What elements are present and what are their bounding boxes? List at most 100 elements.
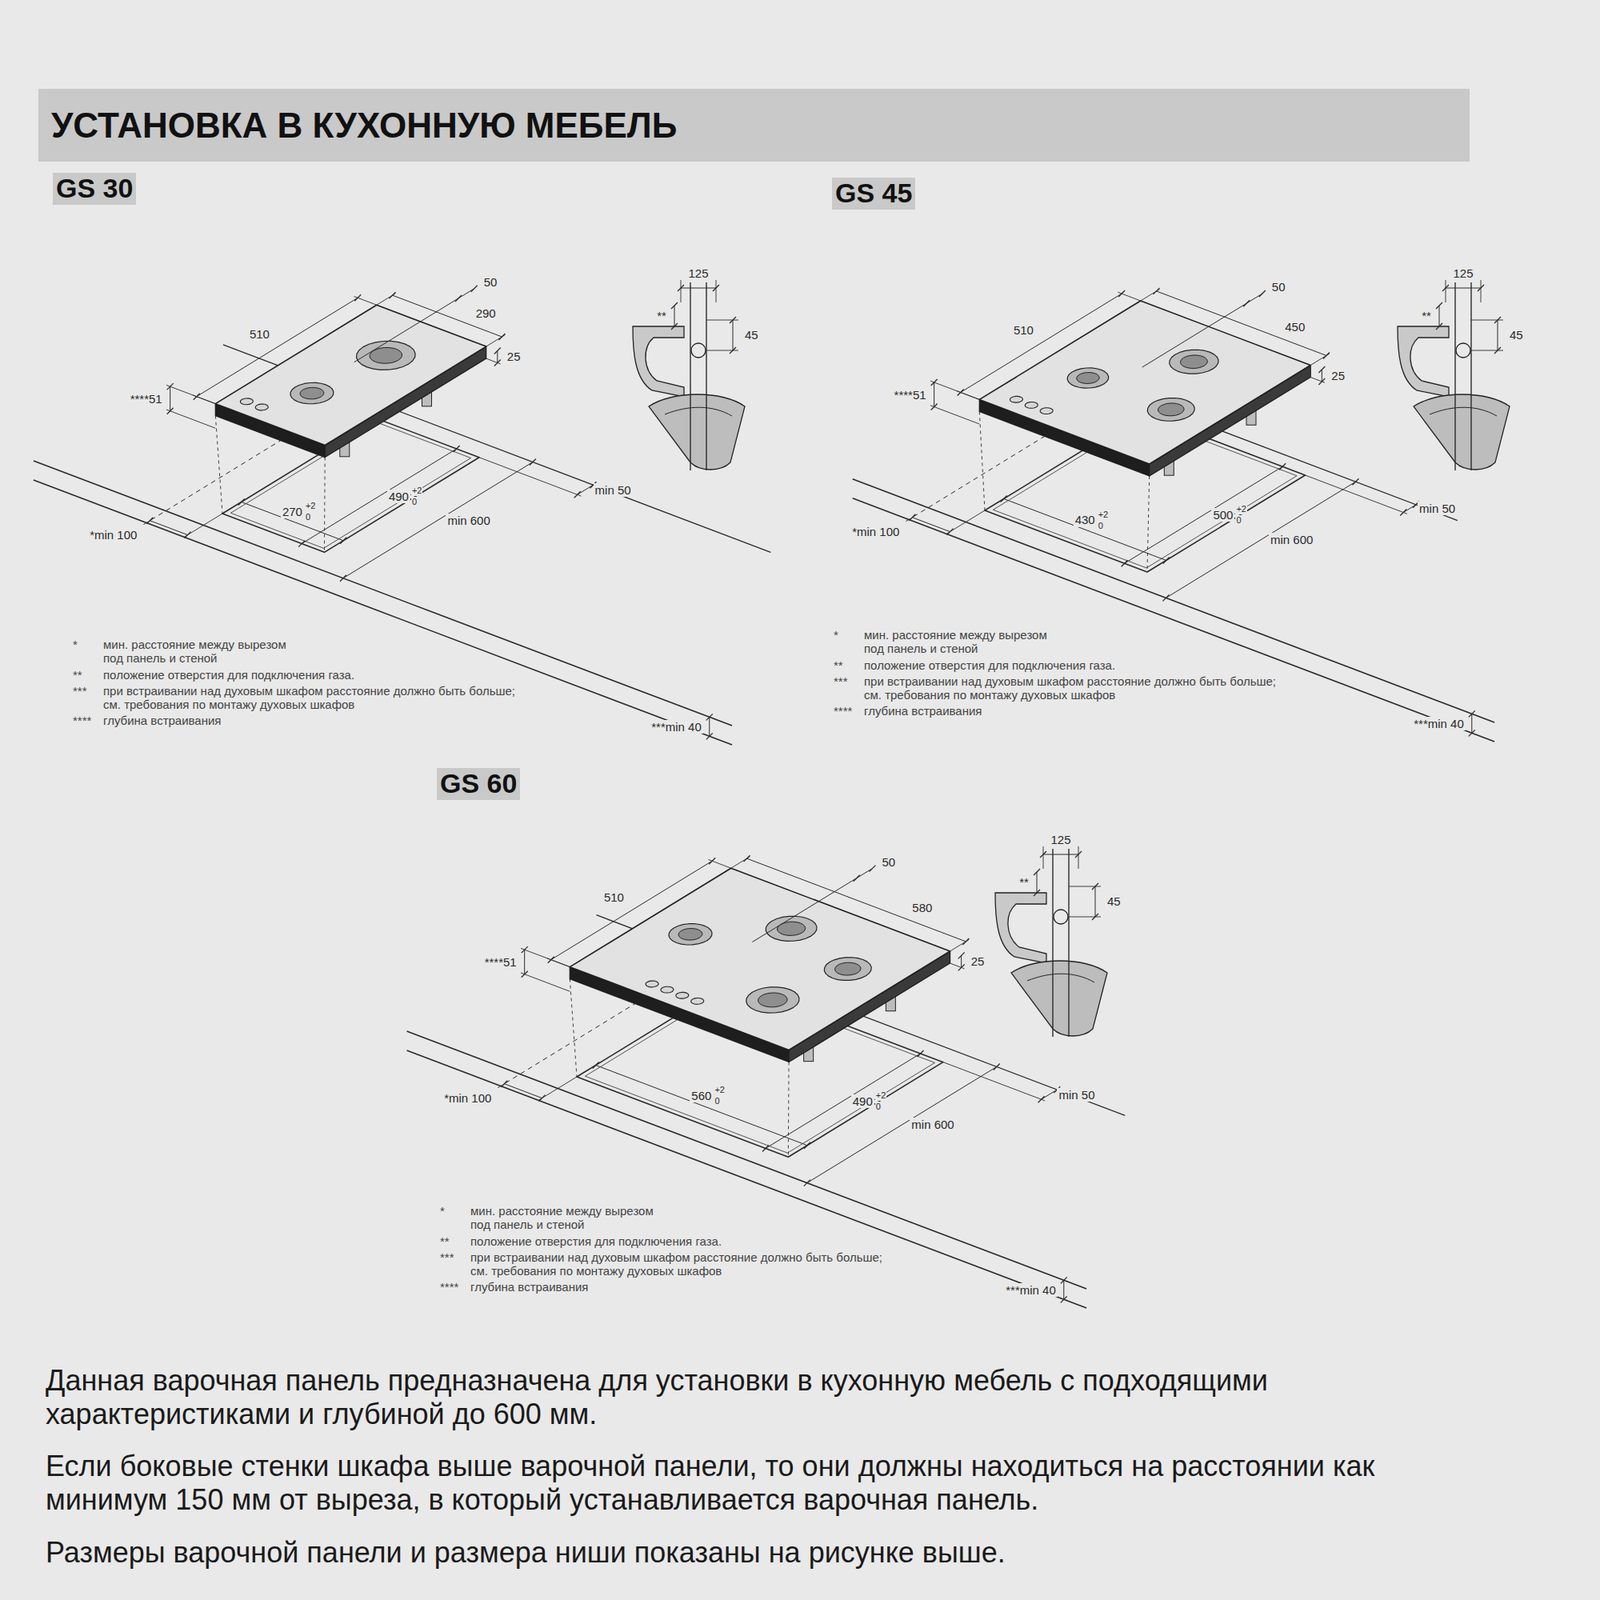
footnote-text: при встраивании над духовым шкафом расст…	[101, 684, 521, 712]
dimension-tick	[340, 537, 347, 544]
control-knob	[255, 404, 268, 411]
tolerance-label: 0	[713, 1096, 720, 1107]
extension-line	[520, 972, 570, 992]
footnote-text: глубина встраивания	[468, 1280, 591, 1294]
worktop-edge	[33, 460, 732, 726]
dimension-label: 430	[1073, 512, 1097, 527]
burner-cap	[1158, 403, 1184, 416]
burner	[746, 987, 800, 1013]
dimension-label: 125	[1048, 832, 1072, 847]
dimension-label: 125	[1451, 266, 1475, 280]
pipe-line	[1454, 282, 1456, 471]
dimension-label: **	[1420, 308, 1433, 323]
leader-line	[354, 288, 475, 363]
footnote-mark: ****	[71, 713, 93, 728]
extension-line	[1304, 475, 1407, 514]
dimension-label: 490	[851, 1094, 875, 1108]
dimension-tick	[677, 284, 684, 292]
worktop-edge	[852, 479, 1495, 723]
dimension-label: ***min 40	[649, 720, 704, 734]
burner-cap	[835, 962, 861, 976]
dimension-tick	[1477, 284, 1484, 292]
dimension-tick	[962, 938, 969, 945]
dimension-label: *min 100	[88, 528, 139, 542]
dimension-tick	[947, 528, 954, 536]
dimension-tick	[1033, 868, 1040, 876]
dimension-tick	[494, 359, 501, 366]
dimension-label: min 600	[1268, 532, 1315, 547]
footnote-mark: **	[832, 658, 845, 672]
dimension-line	[1041, 1089, 1058, 1100]
dimension-tick	[1153, 288, 1160, 295]
dimension-label: ****51	[483, 955, 519, 969]
dimension-label: 510	[1012, 323, 1036, 337]
burner	[290, 382, 334, 404]
dimension-label: 45	[1105, 894, 1123, 908]
dimension-tick	[1038, 1096, 1045, 1103]
worktop-edge	[407, 1031, 1088, 1289]
gas-connection-detail	[1397, 280, 1510, 471]
page-heading: УСТАНОВКА В КУХОННУЮ МЕБЕЛЬ	[38, 88, 1470, 162]
footnote-text: мин. расстояние между вырезом под панель…	[862, 628, 1066, 656]
pipe-line	[1470, 282, 1472, 471]
dimension-line	[196, 297, 358, 396]
extension-line	[947, 510, 985, 534]
burner-cap	[1076, 372, 1100, 384]
dimension-tick	[1352, 478, 1359, 485]
dimension-label: 450	[1283, 320, 1307, 334]
dimension-tick	[340, 575, 347, 582]
dimension-label: *min 100	[850, 524, 901, 539]
footnote-text: глубина встраивания	[862, 704, 984, 718]
dimension-line	[524, 949, 525, 975]
dimension-tick	[1259, 290, 1266, 297]
extension-line	[1480, 280, 1482, 303]
body-paragraph: Данная варочная панель предназначена для…	[45, 1364, 1486, 1432]
tolerance-label: +2	[411, 485, 424, 496]
dimension-line	[1445, 288, 1481, 289]
dimension-tick	[167, 383, 174, 390]
dimension-line	[708, 716, 710, 736]
worktop-edge	[407, 1050, 1088, 1308]
dimension-line	[1043, 854, 1079, 856]
footnote-text: положение отверстия для подключения газа…	[101, 668, 356, 682]
extension-line	[1078, 846, 1080, 869]
support-foot	[648, 394, 745, 470]
dimension-tick	[167, 408, 174, 415]
worktop-edge	[33, 480, 732, 745]
extension-line	[520, 948, 570, 967]
extension-line	[184, 513, 223, 537]
dimension-tick	[1075, 851, 1082, 858]
dimension-line	[1321, 369, 1323, 382]
leader-line	[788, 1061, 790, 1157]
control-knob	[1009, 396, 1023, 403]
extension-line	[539, 1076, 577, 1100]
dimension-label: 45	[743, 328, 760, 342]
dimension-tick	[298, 540, 305, 548]
dimension-label: ****51	[128, 392, 164, 406]
dimension-tick	[1442, 284, 1449, 292]
dimension-tick	[1436, 302, 1443, 309]
panel-edge-profile	[1397, 326, 1449, 397]
burner	[1169, 349, 1219, 374]
dimension-label: 25	[505, 349, 523, 364]
dimension-tick	[868, 865, 876, 872]
control-knob	[691, 998, 704, 1005]
dimension-tick	[389, 292, 396, 299]
footnote-mark: *	[832, 628, 840, 642]
control-knob	[1024, 402, 1038, 409]
burner	[1147, 398, 1195, 422]
extension-line	[166, 384, 216, 404]
dimension-tick	[712, 284, 720, 292]
dimension-line	[149, 520, 188, 536]
dimension-tick	[1468, 729, 1476, 736]
dimension-tick	[958, 952, 965, 959]
dimension-line	[496, 350, 498, 363]
dimension-tick	[521, 946, 528, 953]
dimension-label: **	[1017, 875, 1031, 889]
panel-top	[979, 300, 1311, 464]
dimension-line	[960, 293, 1122, 392]
dimension-tick	[1494, 347, 1501, 354]
dimension-line	[674, 305, 676, 327]
